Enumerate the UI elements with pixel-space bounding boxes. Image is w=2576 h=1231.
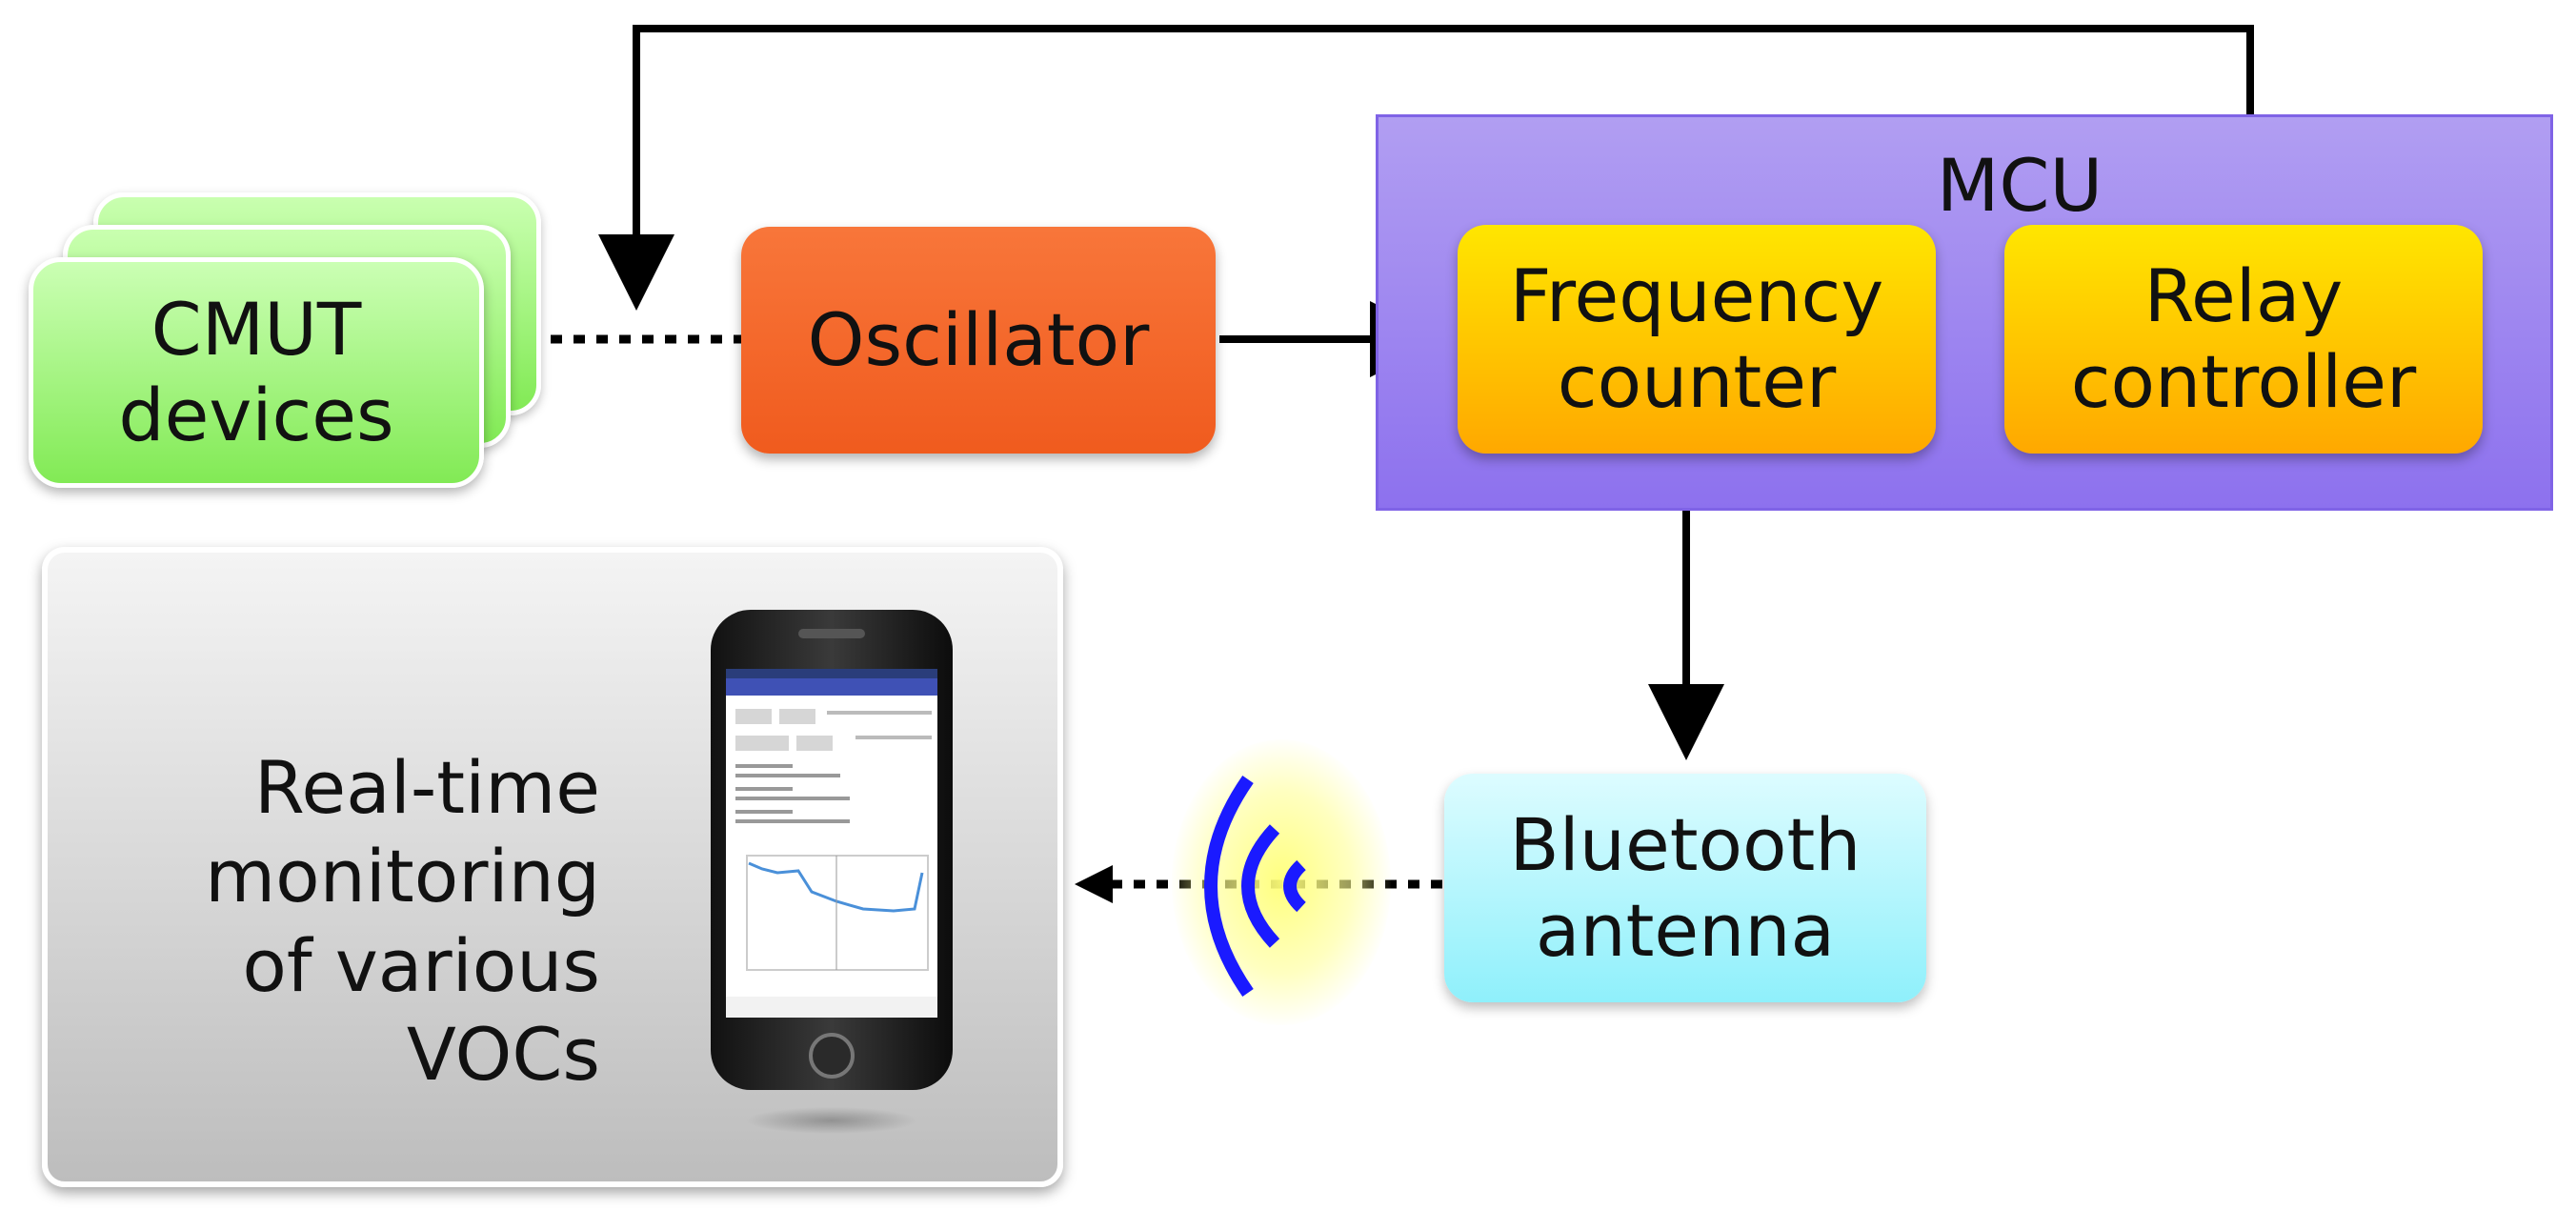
oscillator-label: Oscillator [807,297,1150,383]
relay-controller-block: Relay controller [2004,225,2483,454]
smartphone-icon [711,610,953,1134]
relay-controller-label: Relay controller [2070,253,2417,424]
cmut-devices-label: CMUT devices [118,287,394,457]
bluetooth-antenna-label: Bluetooth antenna [1509,802,1862,973]
frequency-counter-label: Frequency counter [1509,253,1884,424]
bluetooth-antenna-block: Bluetooth antenna [1444,774,1926,1002]
cmut-devices-block: CMUT devices [29,257,484,488]
frequency-counter-block: Frequency counter [1458,225,1936,454]
wireless-signal-icon [1204,776,1307,997]
monitoring-label: Real-time monitoring of various VOCs [205,745,600,1098]
mcu-label: MCU [1936,143,2103,228]
oscillator-block: Oscillator [741,227,1216,454]
monitor-arrowhead [1075,865,1113,903]
